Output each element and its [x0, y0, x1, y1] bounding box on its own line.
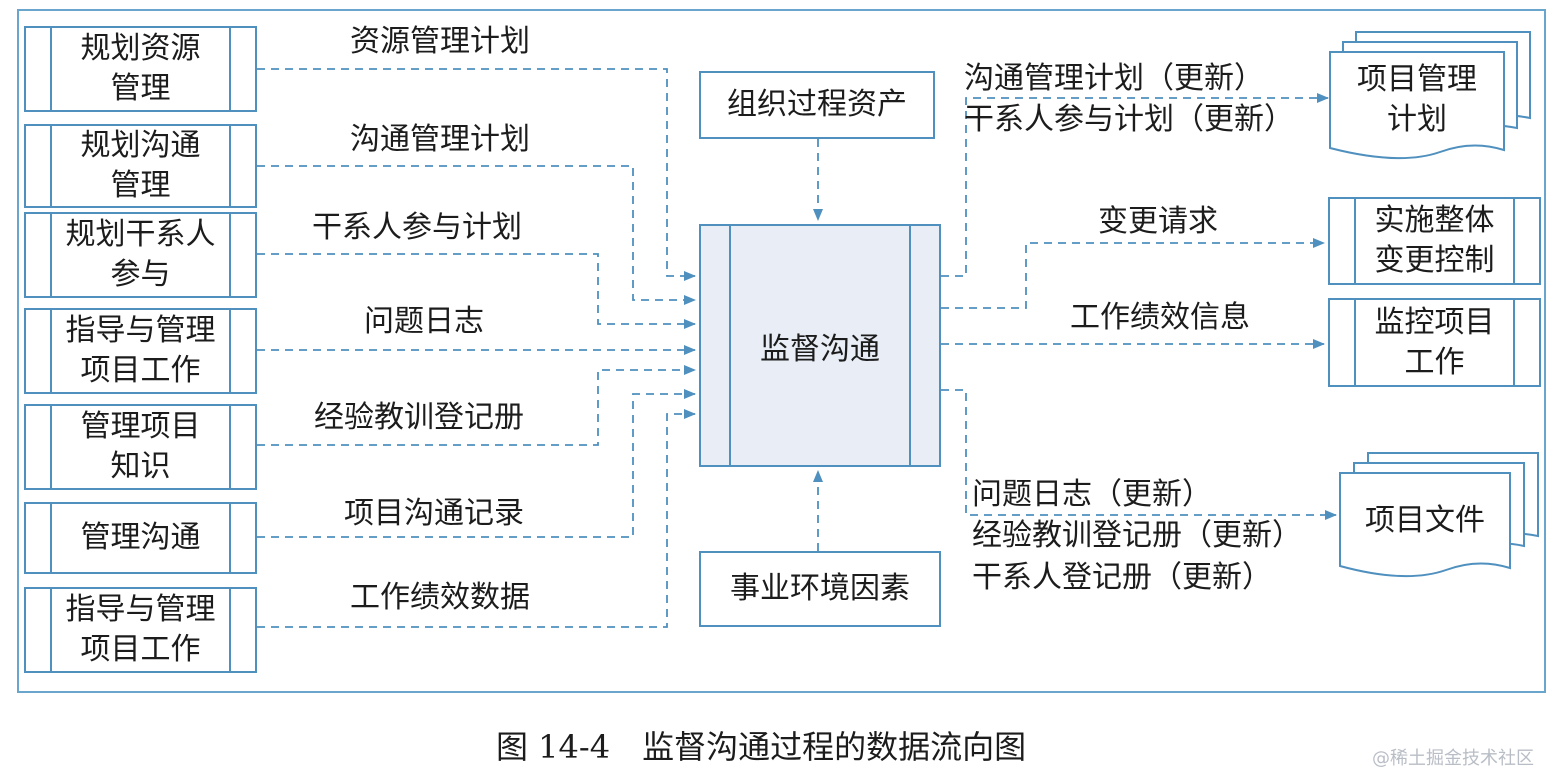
artifact-label: 资源管理计划	[350, 24, 530, 59]
input-process-plan-comm-mgmt: 规划沟通 管理	[24, 124, 257, 208]
figure-caption: 图 14-4 监督沟通过程的数据流向图	[496, 728, 1027, 766]
project-documents-label: 项目文件	[1365, 503, 1485, 538]
project-documents-doc: 项目文件	[1340, 478, 1510, 556]
artifact-label: 工作绩效数据	[350, 580, 530, 615]
diagram-frame	[17, 9, 1546, 693]
output-label: 干系人参与计划（更新）	[964, 102, 1294, 138]
input-process-direct-manage-work-2: 指导与管理 项目工作	[24, 587, 257, 673]
flow-comm-records	[257, 389, 696, 538]
project-plan-doc-stack	[1329, 31, 1531, 160]
enterprise-env-factors-label: 事业环境因素	[730, 571, 910, 607]
input-process-label: 规划干系人 参与	[65, 217, 216, 292]
org-process-assets-label: 组织过程资产	[727, 87, 907, 123]
output-label: 沟通管理计划（更新）	[964, 61, 1264, 96]
output-label: 经验教训登记册（更新）	[972, 518, 1302, 554]
output-label: 变更请求	[1098, 204, 1218, 239]
flow-change-request	[941, 238, 1325, 309]
artifact-label: 项目沟通记录	[344, 496, 524, 531]
org-process-assets-box: 组织过程资产	[699, 71, 935, 139]
input-process-label: 规划资源 管理	[80, 31, 201, 106]
flow-doc-updates	[941, 389, 1337, 520]
artifact-label: 沟通管理计划	[350, 122, 530, 157]
project-mgmt-plan-doc: 项目管理 计划	[1330, 56, 1504, 144]
input-process-label: 规划沟通 管理	[80, 128, 201, 203]
flow-lessons-register	[257, 365, 696, 446]
artifact-label: 干系人参与计划	[312, 210, 522, 245]
input-process-label: 管理项目 知识	[80, 409, 201, 484]
flow-stakeholder-plan	[257, 253, 696, 329]
input-process-manage-project-knowledge: 管理项目 知识	[24, 404, 257, 490]
enterprise-env-factors-box: 事业环境因素	[699, 551, 941, 627]
flow-comm-plan	[257, 165, 696, 305]
change-control-label: 实施整体 变更控制	[1374, 203, 1495, 278]
artifact-label: 问题日志	[364, 304, 484, 339]
output-label: 干系人登记册（更新）	[972, 559, 1272, 595]
input-process-label: 管理沟通	[80, 520, 201, 556]
input-process-plan-stakeholder-engagement: 规划干系人 参与	[24, 212, 257, 298]
input-process-manage-communications: 管理沟通	[24, 502, 257, 574]
flow-plan-updates	[941, 93, 1329, 277]
output-label: 工作绩效信息	[1070, 300, 1250, 335]
monitor-control-work-box: 监控项目 工作	[1328, 298, 1541, 387]
doc-updates-labels: 问题日志（更新） 经验教训登记册（更新） 干系人登记册（更新）	[972, 474, 1302, 598]
artifact-label: 经验教训登记册	[314, 400, 524, 435]
plan-updates-labels: 沟通管理计划（更新） 干系人参与计划（更新）	[964, 58, 1294, 141]
flow-resource-plan	[257, 68, 696, 281]
input-process-plan-resource-mgmt: 规划资源 管理	[24, 26, 257, 112]
monitor-communications-process: 监督沟通	[699, 224, 941, 467]
input-process-direct-manage-work-1: 指导与管理 项目工作	[24, 308, 257, 394]
input-process-label: 指导与管理 项目工作	[65, 313, 216, 388]
center-process-label: 监督沟通	[760, 331, 880, 367]
perform-integrated-change-control-box: 实施整体 变更控制	[1328, 197, 1541, 285]
input-process-label: 指导与管理 项目工作	[65, 592, 216, 667]
flow-work-perf-data	[257, 409, 696, 628]
output-label: 问题日志（更新）	[972, 477, 1212, 512]
watermark: @稀土掘金技术社区	[1372, 748, 1534, 769]
project-mgmt-plan-label: 项目管理 计划	[1357, 62, 1477, 137]
monitor-control-work-label: 监控项目 工作	[1374, 304, 1495, 380]
project-docs-doc-stack	[1339, 452, 1539, 578]
